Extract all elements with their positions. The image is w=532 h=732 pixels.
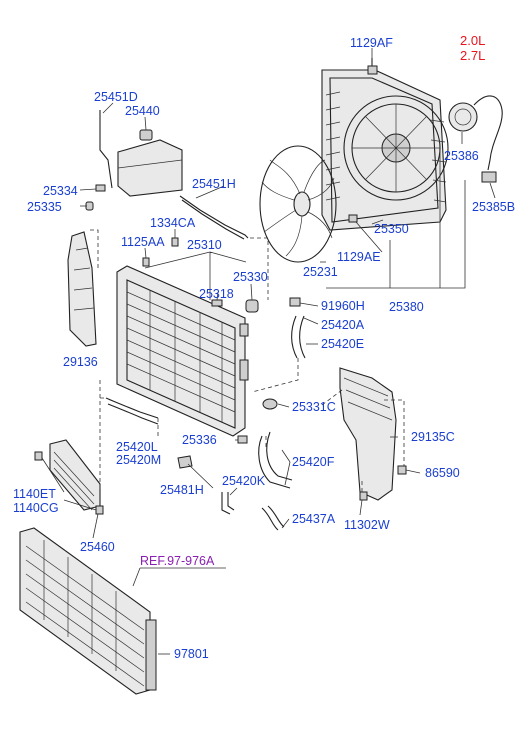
label-25420F: 25420F <box>292 455 335 469</box>
dashed-lines <box>90 229 405 492</box>
label-25336: 25336 <box>182 433 217 447</box>
label-1140CG: 1140CG <box>13 501 59 515</box>
label-25385B: 25385B <box>472 200 515 214</box>
label-25330: 25330 <box>233 270 268 284</box>
overflow-hose-drawing <box>179 195 249 240</box>
label-25420M: 25420M <box>116 453 161 467</box>
part-labels: 2.0L 2.7L 1129AF 25451D 25440 25386 2533… <box>13 33 515 661</box>
label-25231: 25231 <box>303 265 338 279</box>
label-25334: 25334 <box>43 184 78 198</box>
fan-shroud-drawing <box>321 69 449 231</box>
hose-25437A-drawing <box>261 505 285 531</box>
label-25420A: 25420A <box>321 318 365 332</box>
cooling-fan-drawing <box>259 145 337 263</box>
label-25420K: 25420K <box>222 474 266 488</box>
label-25420E: 25420E <box>321 337 364 351</box>
label-86590: 86590 <box>425 466 460 480</box>
radiator-drawing <box>116 265 249 437</box>
fan-resistor-drawing <box>481 171 497 183</box>
label-11302W: 11302W <box>344 518 390 532</box>
label-1129AF: 1129AF <box>350 36 393 50</box>
bracket-29136-drawing <box>67 231 97 347</box>
label-25335: 25335 <box>27 200 62 214</box>
hose-25420K-drawing <box>221 492 235 515</box>
condenser-drawing <box>19 527 157 695</box>
bolt-1129AF-drawing <box>367 58 378 75</box>
label-25386: 25386 <box>444 149 479 163</box>
label-29136: 29136 <box>63 355 98 369</box>
label-25451H: 25451H <box>192 177 236 191</box>
reference-link[interactable]: REF.97-976A <box>140 554 215 568</box>
label-25310: 25310 <box>187 238 222 252</box>
label-25420L: 25420L <box>116 440 158 454</box>
label-25460: 25460 <box>80 540 115 554</box>
oil-cooler-hose-drawing <box>105 397 159 425</box>
label-25331C: 25331C <box>292 400 336 414</box>
label-91960H: 91960H <box>321 299 365 313</box>
label-25451D: 25451D <box>94 90 138 104</box>
label-29135C: 29135C <box>411 430 455 444</box>
air-guard-drawing <box>339 367 397 501</box>
clip-1334CA-drawing <box>171 237 179 247</box>
lower-hose-drawing <box>258 431 293 489</box>
bolt-1129AE-drawing <box>348 214 358 223</box>
radiator-cap-drawing <box>245 299 259 313</box>
engine-variant-2-7l: 2.7L <box>460 48 485 63</box>
connector-91960H-drawing <box>289 297 301 307</box>
label-1140ET: 1140ET <box>13 487 56 501</box>
label-25440: 25440 <box>125 104 160 118</box>
drain-plug-drawing <box>237 398 278 444</box>
engine-variant-2-0l: 2.0L <box>460 33 485 48</box>
label-1129AE: 1129AE <box>337 250 381 264</box>
label-25318: 25318 <box>199 287 234 301</box>
bolt-1125AA-drawing <box>142 257 150 267</box>
label-25437A: 25437A <box>292 512 336 526</box>
reservoir-tank-drawing <box>99 110 183 197</box>
fan-motor-drawing <box>448 95 503 171</box>
label-1334CA: 1334CA <box>150 216 196 230</box>
upper-hose-drawing <box>291 315 306 359</box>
label-25380: 25380 <box>389 300 424 314</box>
label-25481H: 25481H <box>160 483 204 497</box>
leader-lines <box>41 48 496 655</box>
label-97801: 97801 <box>174 647 209 661</box>
label-1125AA: 1125AA <box>121 235 165 249</box>
label-25350: 25350 <box>374 222 409 236</box>
